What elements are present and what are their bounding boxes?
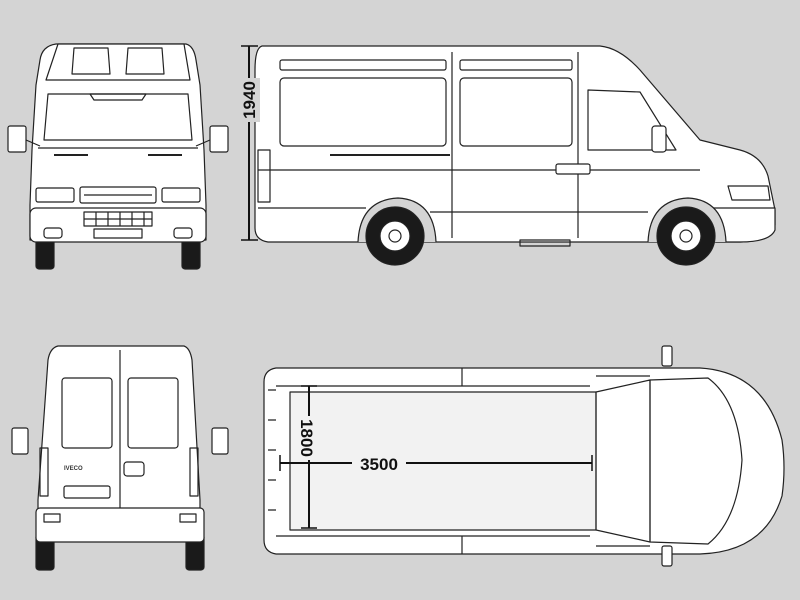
rear-left-taillight	[39, 447, 49, 497]
front-left-headlight	[35, 187, 75, 203]
front-right-headlight	[161, 187, 201, 203]
front-view	[7, 43, 229, 270]
side-front-bumper	[711, 207, 776, 243]
height-dimension: 1940	[238, 45, 260, 241]
front-left-mirror	[7, 125, 27, 153]
height-dimension-label: 1940	[240, 81, 259, 119]
windshield-header	[89, 93, 147, 101]
rear-badge: IVECO	[64, 466, 83, 472]
side-step	[519, 239, 571, 247]
side-panel-band-2	[459, 59, 573, 71]
width-dimension-label: 1800	[297, 419, 316, 457]
front-right-foglight	[173, 227, 193, 239]
side-mirror	[651, 125, 667, 153]
front-license-plate	[93, 228, 143, 239]
cargo-length-label: 3500	[360, 455, 398, 474]
front-roof-vent-left	[71, 47, 111, 75]
front-roof-vent-right	[125, 47, 165, 75]
top-left-mirror	[661, 345, 673, 367]
rear-door-handle-left	[63, 485, 111, 499]
side-rear-light	[257, 149, 271, 203]
rear-bumper	[35, 507, 205, 543]
front-left-foglight	[43, 227, 63, 239]
rear-door-handle-right	[123, 461, 145, 477]
top-view	[263, 345, 785, 567]
side-cab-window	[587, 89, 677, 151]
front-windshield	[43, 93, 193, 141]
front-roof-cap	[45, 43, 191, 81]
side-window-rear	[279, 77, 447, 147]
rear-window-right	[127, 377, 179, 449]
rear-right-taillight	[189, 447, 199, 497]
side-headlight	[727, 185, 771, 201]
rear-window-left	[61, 377, 113, 449]
side-panel-band-1	[279, 59, 447, 71]
top-roof-panel	[289, 391, 597, 531]
rear-right-mirror	[211, 427, 229, 455]
cargo-length-dimension: 3500	[279, 455, 593, 474]
side-door-handle	[555, 163, 591, 175]
rear-left-mirror	[11, 427, 29, 455]
side-rear-wheel	[365, 206, 425, 266]
top-right-mirror	[661, 545, 673, 567]
side-front-wheel	[656, 206, 716, 266]
top-cab-windshield	[649, 377, 743, 545]
width-dimension: 1800	[297, 385, 320, 529]
rear-view: IVECO	[11, 345, 229, 571]
side-view	[254, 45, 776, 266]
side-window-sliding	[459, 77, 573, 147]
front-right-mirror	[209, 125, 229, 153]
